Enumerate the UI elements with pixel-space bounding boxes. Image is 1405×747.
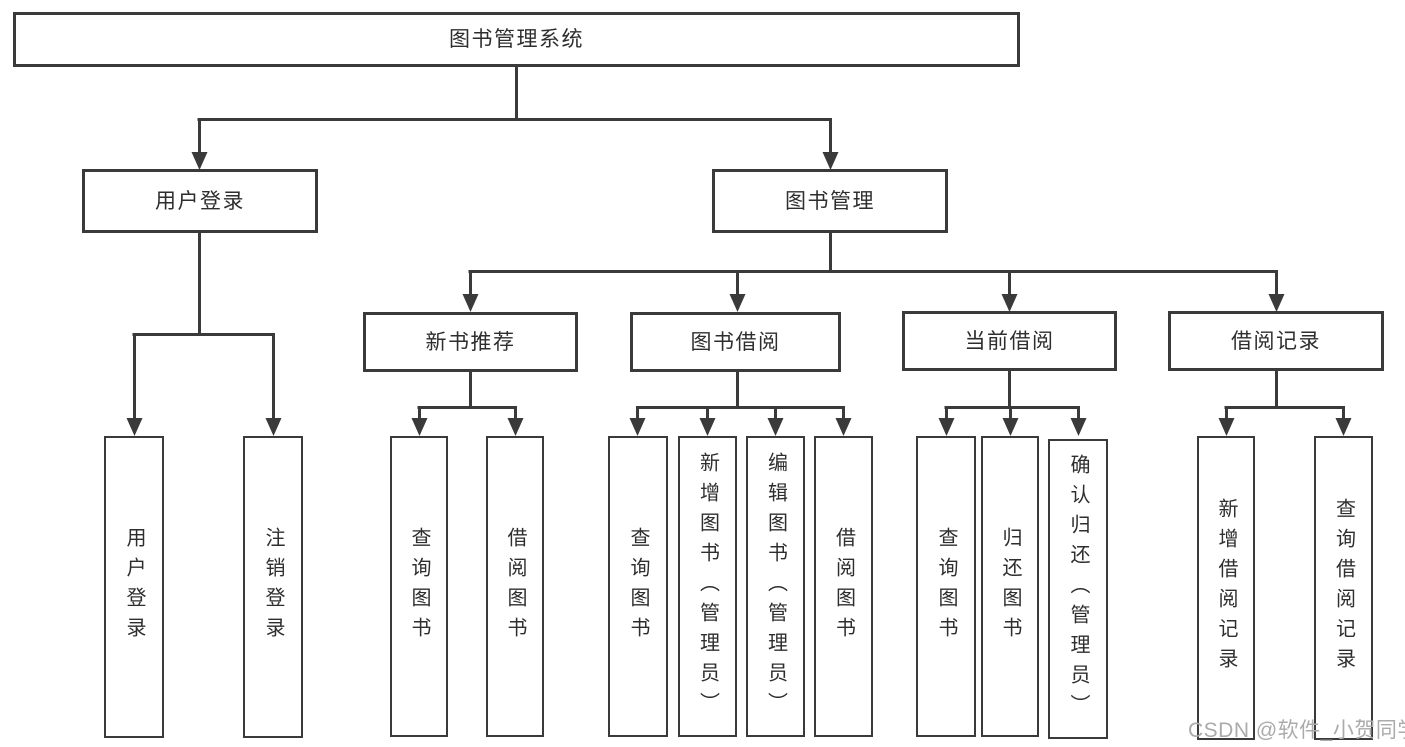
leaf-borrow-book-label: 借阅图书 <box>832 526 855 647</box>
node-borrow-record-label: 借阅记录 <box>1231 329 1321 353</box>
arrowheads <box>126 152 1352 436</box>
leaf-borrow-query-book-label: 查询图书 <box>627 526 649 647</box>
leaf-return-book: 归还图书 <box>981 436 1039 737</box>
node-current-borrow-label: 当前借阅 <box>964 329 1055 353</box>
leaf-add-book-admin: 新增图书（管理员） <box>678 436 737 737</box>
connector-paths <box>132 66 1345 419</box>
csdn-watermark: CSDN @软件_小贺同学 <box>1188 719 1405 742</box>
leaf-recommend-query-book-label: 查询图书 <box>408 526 430 647</box>
leaf-edit-book-admin-label: 编辑图书（管理员） <box>764 451 787 722</box>
leaf-user-login: 用户登录 <box>104 436 164 738</box>
leaf-current-query-book: 查询图书 <box>916 436 976 737</box>
leaf-logout-label: 注销登录 <box>262 527 284 647</box>
node-root-label: 图书管理系统 <box>449 28 584 51</box>
leaf-current-query-book-label: 查询图书 <box>935 526 957 647</box>
leaf-user-login-label: 用户登录 <box>123 527 145 647</box>
leaf-borrow-query-book: 查询图书 <box>608 436 668 737</box>
node-book-management: 图书管理 <box>712 169 948 233</box>
node-user-login-label: 用户登录 <box>155 189 245 213</box>
node-root: 图书管理系统 <box>13 12 1020 67</box>
node-user-login: 用户登录 <box>82 169 318 233</box>
leaf-confirm-return-admin-label: 确认归还（管理员） <box>1067 454 1089 724</box>
leaf-confirm-return-admin: 确认归还（管理员） <box>1048 439 1108 739</box>
leaf-query-borrow-record: 查询借阅记录 <box>1314 436 1373 740</box>
leaf-add-borrow-record: 新增借阅记录 <box>1197 436 1255 740</box>
leaf-query-borrow-record-label: 查询借阅记录 <box>1332 498 1355 678</box>
node-book-borrow: 图书借阅 <box>630 312 841 372</box>
leaf-add-borrow-record-label: 新增借阅记录 <box>1215 498 1237 678</box>
leaf-recommend-query-book: 查询图书 <box>390 436 448 737</box>
leaf-recommend-borrow-book: 借阅图书 <box>486 436 544 737</box>
node-new-book-recommend: 新书推荐 <box>363 312 578 372</box>
node-new-book-recommend-label: 新书推荐 <box>425 330 516 354</box>
node-book-borrow-label: 图书借阅 <box>690 330 781 354</box>
leaf-recommend-borrow-book-label: 借阅图书 <box>504 526 526 647</box>
leaf-edit-book-admin: 编辑图书（管理员） <box>746 436 805 737</box>
leaf-borrow-book: 借阅图书 <box>814 436 873 737</box>
leaf-add-book-admin-label: 新增图书（管理员） <box>696 451 719 722</box>
node-current-borrow: 当前借阅 <box>902 311 1117 371</box>
leaf-return-book-label: 归还图书 <box>999 526 1021 647</box>
node-book-management-label: 图书管理 <box>785 189 875 213</box>
node-borrow-record: 借阅记录 <box>1168 311 1384 371</box>
leaf-logout: 注销登录 <box>243 436 303 738</box>
